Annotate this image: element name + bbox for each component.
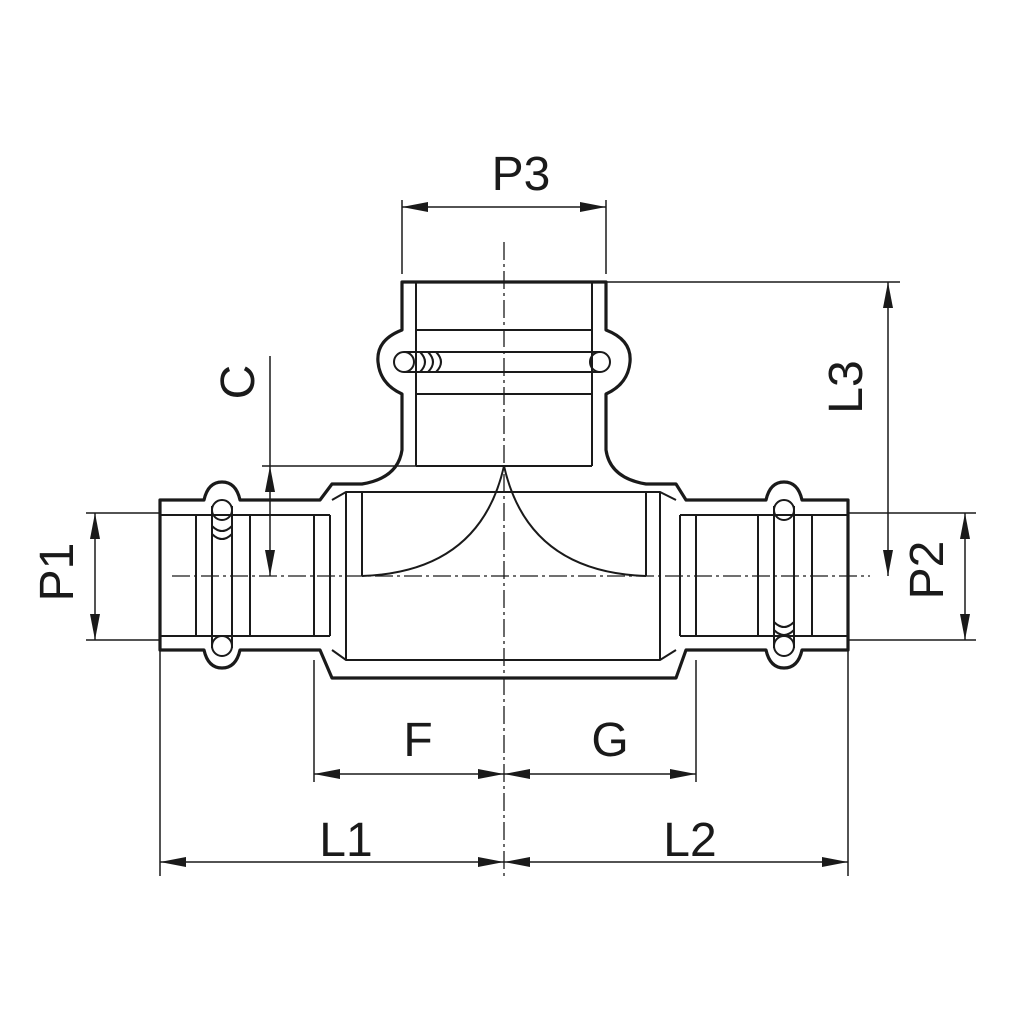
- dimension-l1-l2: [159, 650, 849, 876]
- label-g: G: [591, 714, 628, 767]
- label-l3: L3: [820, 360, 873, 413]
- label-l1: L1: [319, 814, 372, 867]
- label-f: F: [403, 714, 432, 767]
- dimension-f-g: [313, 660, 697, 782]
- label-l2: L2: [663, 814, 716, 867]
- center-lines: [172, 242, 870, 880]
- dimension-labels: P3 L3 C P1 P2 F G L1 L2: [31, 148, 954, 867]
- label-p3: P3: [492, 148, 551, 201]
- dimension-l3: [606, 281, 900, 576]
- fitting-body: [158, 280, 850, 680]
- label-c: C: [212, 365, 265, 400]
- dimension-c: [262, 356, 416, 576]
- label-p1: P1: [31, 543, 84, 602]
- fitting-outline: [158, 280, 850, 680]
- dimension-p1: [86, 512, 160, 641]
- dimension-p2: [848, 512, 976, 641]
- seal-rings: [211, 351, 795, 657]
- dimension-p3: [401, 200, 607, 274]
- label-p2: P2: [901, 541, 954, 600]
